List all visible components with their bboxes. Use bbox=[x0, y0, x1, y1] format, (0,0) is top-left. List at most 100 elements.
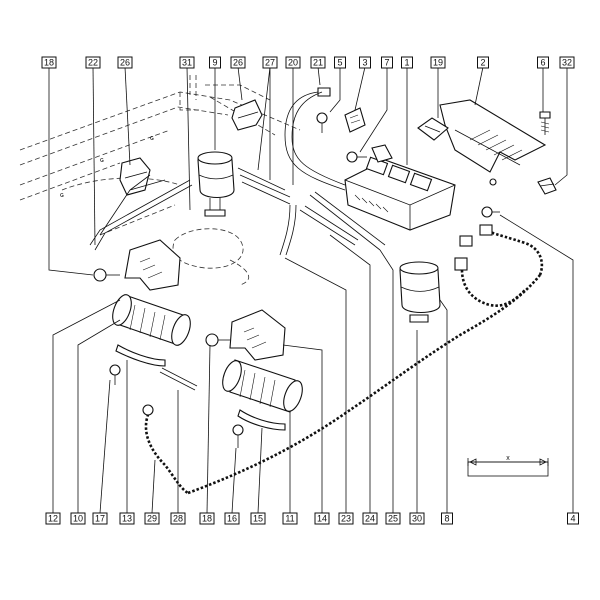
callout-top-13: 19 bbox=[430, 56, 446, 69]
callout-number: 19 bbox=[433, 58, 443, 68]
callout-number: 26 bbox=[120, 58, 130, 68]
callout-number: 20 bbox=[288, 58, 298, 68]
bracket-left bbox=[124, 239, 181, 291]
callout-box bbox=[199, 512, 215, 525]
callout-bottom-13: 25 bbox=[385, 512, 401, 525]
callout-number: 22 bbox=[88, 58, 98, 68]
callout-box bbox=[250, 512, 266, 525]
callout-number: 28 bbox=[173, 514, 183, 524]
support-tray bbox=[439, 99, 547, 186]
svg-text:ɢ: ɢ bbox=[100, 157, 104, 164]
callout-top-10: 3 bbox=[359, 56, 371, 69]
bolt-5 bbox=[316, 112, 328, 133]
callout-box bbox=[262, 56, 278, 69]
callout-number: 26 bbox=[233, 58, 243, 68]
clip-32 bbox=[537, 177, 557, 195]
rod-22 bbox=[89, 179, 193, 251]
callout-box bbox=[441, 512, 453, 525]
callout-number: 23 bbox=[341, 514, 351, 524]
callout-top-12: 1 bbox=[401, 56, 413, 69]
cable-loop-31 bbox=[172, 228, 250, 286]
callout-box bbox=[179, 56, 195, 69]
callout-top-9: 5 bbox=[334, 56, 346, 69]
rods-27 bbox=[237, 167, 291, 205]
callout-box bbox=[338, 512, 354, 525]
callout-box bbox=[224, 512, 240, 525]
callout-bottom-10: 14 bbox=[314, 512, 330, 525]
callout-top-5: 26 bbox=[230, 56, 246, 69]
callout-number: 18 bbox=[44, 58, 54, 68]
callout-box bbox=[537, 56, 549, 69]
strap-13 bbox=[115, 344, 166, 367]
bracket-14 bbox=[229, 309, 286, 361]
dimension-indicator: x bbox=[467, 455, 549, 477]
callout-top-0: 18 bbox=[41, 56, 57, 69]
callout-box bbox=[334, 56, 346, 69]
harness-connectors bbox=[142, 206, 500, 416]
callout-bottom-5: 28 bbox=[170, 512, 186, 525]
callout-number: 31 bbox=[182, 58, 192, 68]
callout-box bbox=[230, 56, 246, 69]
air-tank-10 bbox=[112, 294, 191, 346]
callout-box bbox=[567, 512, 579, 525]
tube-28 bbox=[159, 367, 198, 391]
callout-bottom-8: 15 bbox=[250, 512, 266, 525]
callout-bottom-4: 29 bbox=[144, 512, 160, 525]
callout-bottom-14: 30 bbox=[409, 512, 425, 525]
leader-lines bbox=[48, 66, 574, 514]
callout-box bbox=[477, 56, 489, 69]
callout-box bbox=[117, 56, 133, 69]
callout-bottom-2: 17 bbox=[92, 512, 108, 525]
strap-15 bbox=[237, 409, 286, 431]
callout-number: 3 bbox=[362, 58, 367, 68]
air-pipes bbox=[279, 91, 386, 256]
air-bellow-9 bbox=[197, 151, 235, 217]
callout-number: 9 bbox=[212, 58, 217, 68]
callout-number: 14 bbox=[317, 514, 327, 524]
callout-box bbox=[209, 56, 221, 69]
callout-number: 6 bbox=[540, 58, 545, 68]
callout-number: 10 bbox=[73, 514, 83, 524]
callout-top-15: 6 bbox=[537, 56, 549, 69]
callout-number: 18 bbox=[202, 514, 212, 524]
callout-box bbox=[362, 512, 378, 525]
callout-number: 2 bbox=[480, 58, 485, 68]
callout-box bbox=[401, 56, 413, 69]
callout-bottom-0: 12 bbox=[45, 512, 61, 525]
callout-box bbox=[385, 512, 401, 525]
callout-top-14: 2 bbox=[477, 56, 489, 69]
callout-number: 1 bbox=[404, 58, 409, 68]
relay-19 bbox=[417, 117, 449, 141]
callout-bottom-11: 23 bbox=[338, 512, 354, 525]
dimension-label: x bbox=[506, 455, 510, 462]
callout-number: 16 bbox=[227, 514, 237, 524]
callout-box bbox=[409, 512, 425, 525]
callout-bottom-1: 10 bbox=[70, 512, 86, 525]
callout-number: 29 bbox=[147, 514, 157, 524]
wiring-harness bbox=[144, 230, 544, 495]
callout-bottom-15: 8 bbox=[441, 512, 453, 525]
callout-box bbox=[144, 512, 160, 525]
callout-number: 17 bbox=[95, 514, 105, 524]
callout-top-1: 22 bbox=[85, 56, 101, 69]
svg-text:ɢ: ɢ bbox=[150, 135, 154, 142]
callout-top-6: 27 bbox=[262, 56, 278, 69]
air-tank-11 bbox=[222, 359, 303, 413]
callout-box bbox=[310, 56, 326, 69]
callout-box bbox=[92, 512, 108, 525]
callout-top-2: 26 bbox=[117, 56, 133, 69]
callout-number: 15 bbox=[253, 514, 263, 524]
fitting-3 bbox=[344, 107, 366, 133]
callout-box bbox=[85, 56, 101, 69]
callout-bottom-6: 18 bbox=[199, 512, 215, 525]
bolt-18-right bbox=[205, 333, 230, 347]
callout-box bbox=[359, 56, 371, 69]
callout-number: 32 bbox=[562, 58, 572, 68]
callout-box bbox=[285, 56, 301, 69]
bolt-7 bbox=[346, 151, 367, 163]
bolt-17 bbox=[109, 364, 121, 385]
